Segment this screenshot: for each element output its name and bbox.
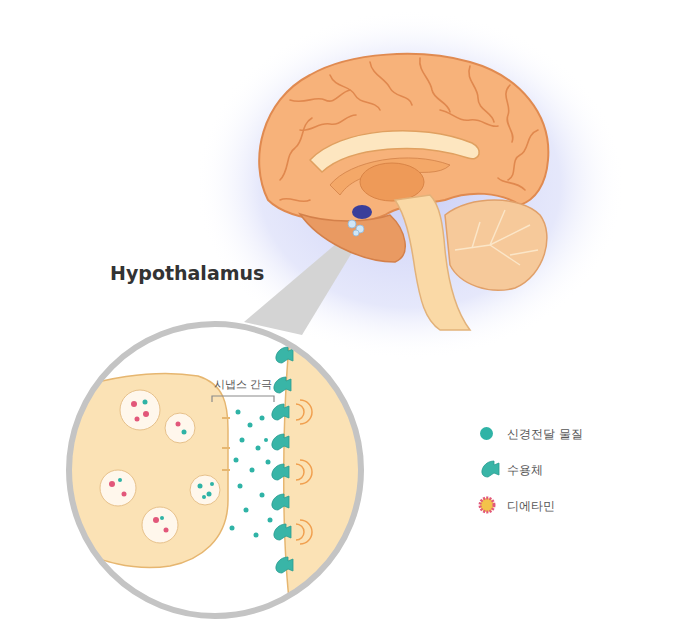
receptor-symbol bbox=[482, 461, 499, 477]
brain bbox=[259, 54, 548, 330]
cleft-bracket bbox=[212, 396, 274, 402]
brain-glow bbox=[195, 10, 625, 360]
legend-text: 수용체 bbox=[507, 462, 543, 479]
synapse-zoom bbox=[60, 316, 372, 619]
legend-text: 신경전달 물질 bbox=[507, 426, 583, 443]
legend-text: 디에타민 bbox=[507, 498, 555, 515]
region-label: Hypothalamus bbox=[110, 262, 264, 284]
diethamine-symbol bbox=[480, 498, 494, 512]
legend-swatch bbox=[480, 427, 493, 440]
cleft-label: 시냅스 간극 bbox=[214, 377, 273, 392]
